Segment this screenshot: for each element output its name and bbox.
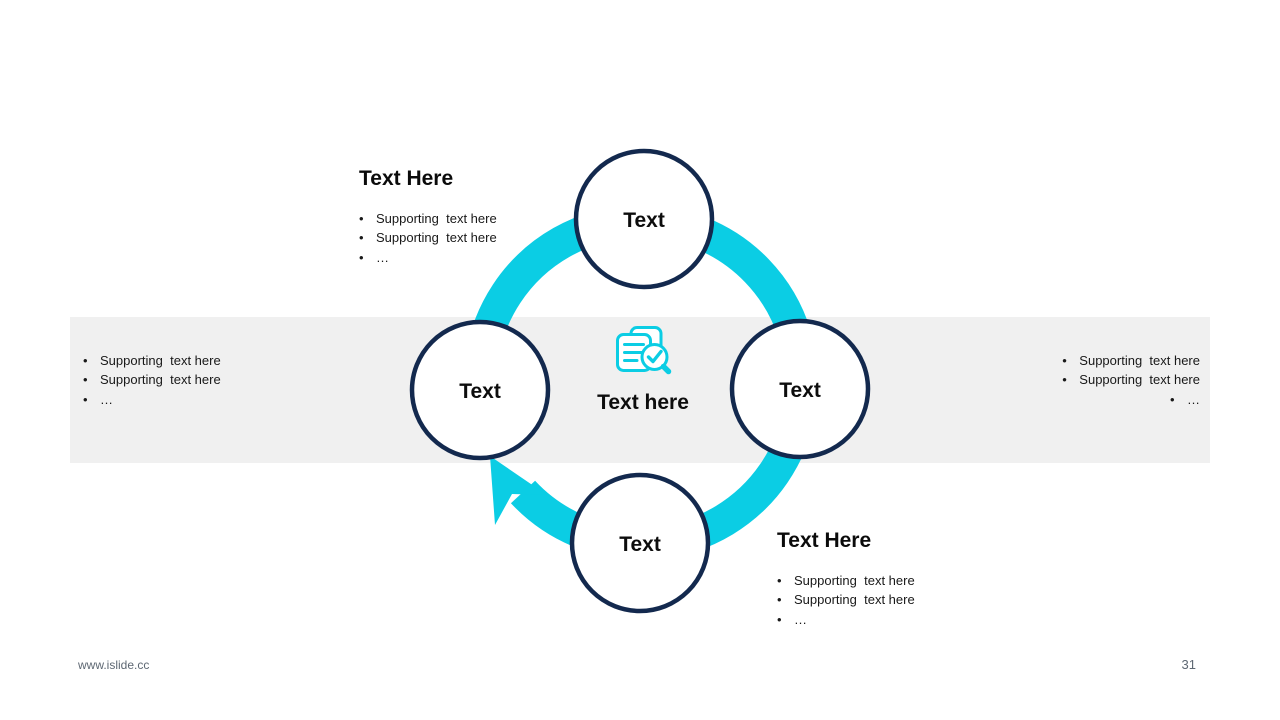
bullet-marker: • (1062, 353, 1067, 368)
bullet-text: Supporting text here (794, 592, 915, 608)
document-search-check-icon (616, 326, 672, 375)
node-circle-bottom (569, 472, 711, 614)
bullet-marker: • (777, 611, 782, 627)
text-block-top-left: Text Here • Supporting text here • Suppo… (359, 166, 599, 267)
bullet-item: • … (777, 610, 1017, 629)
bullet-item: • … (960, 390, 1200, 409)
bullet-list: • Supporting text here • Supporting text… (777, 571, 1017, 629)
bullet-list: • Supporting text here • Supporting text… (359, 209, 599, 267)
text-block-middle-right: • Supporting text here • Supporting text… (960, 351, 1200, 409)
node-circle-left (409, 319, 551, 461)
bullet-marker: • (1062, 372, 1067, 388)
node-label-top: Text (623, 209, 665, 232)
node-circle-right (729, 318, 871, 460)
bullet-item: • Supporting text here (359, 209, 599, 228)
bullet-marker: • (83, 372, 88, 388)
node-label-bottom: Text (619, 533, 661, 556)
bullet-item: • … (83, 390, 323, 409)
bullet-list: • Supporting text here • Supporting text… (960, 351, 1200, 409)
bullet-text: Supporting text here (1079, 353, 1200, 368)
node-label-right: Text (779, 379, 821, 402)
bullet-marker: • (359, 230, 364, 246)
bullet-marker: • (83, 353, 88, 368)
bullet-list: • Supporting text here • Supporting text… (83, 351, 323, 409)
bullet-text: … (376, 249, 389, 265)
bullet-marker: • (83, 391, 88, 407)
bullet-marker: • (359, 249, 364, 265)
bullet-text: Supporting text here (376, 211, 497, 226)
bullet-item: • Supporting text here (83, 351, 323, 370)
bullet-item: • Supporting text here (359, 228, 599, 247)
bullet-text: Supporting text here (794, 573, 915, 588)
bullet-marker: • (777, 592, 782, 608)
bullet-text: … (794, 611, 807, 627)
bullet-item: • Supporting text here (777, 590, 1017, 609)
bullet-text: Supporting text here (100, 372, 221, 388)
block-heading: Text Here (359, 167, 454, 190)
center-label: Text here (597, 391, 689, 414)
bullet-marker: • (359, 211, 364, 226)
text-block-middle-left: • Supporting text here • Supporting text… (83, 351, 323, 409)
bullet-text: Supporting text here (1079, 372, 1200, 388)
bullet-item: • Supporting text here (83, 370, 323, 389)
cycle-arrowhead (490, 456, 547, 525)
node-label-left: Text (459, 380, 501, 403)
text-block-bottom-right: Text Here • Supporting text here • Suppo… (777, 528, 1017, 629)
bullet-marker: • (777, 573, 782, 588)
bullet-text: Supporting text here (100, 353, 221, 368)
bullet-item: • Supporting text here (960, 351, 1200, 370)
bullet-text: … (100, 391, 113, 407)
footer-website: www.islide.cc (78, 658, 150, 672)
bullet-item: • Supporting text here (777, 571, 1017, 590)
bullet-marker: • (1170, 391, 1175, 407)
bullet-item: • Supporting text here (960, 370, 1200, 389)
block-heading: Text Here (777, 529, 872, 552)
page-number: 31 (1181, 657, 1196, 672)
node-circle-top (573, 148, 715, 290)
bullet-item: • … (359, 248, 599, 267)
bullet-text: … (1187, 391, 1200, 407)
bullet-text: Supporting text here (376, 230, 497, 246)
